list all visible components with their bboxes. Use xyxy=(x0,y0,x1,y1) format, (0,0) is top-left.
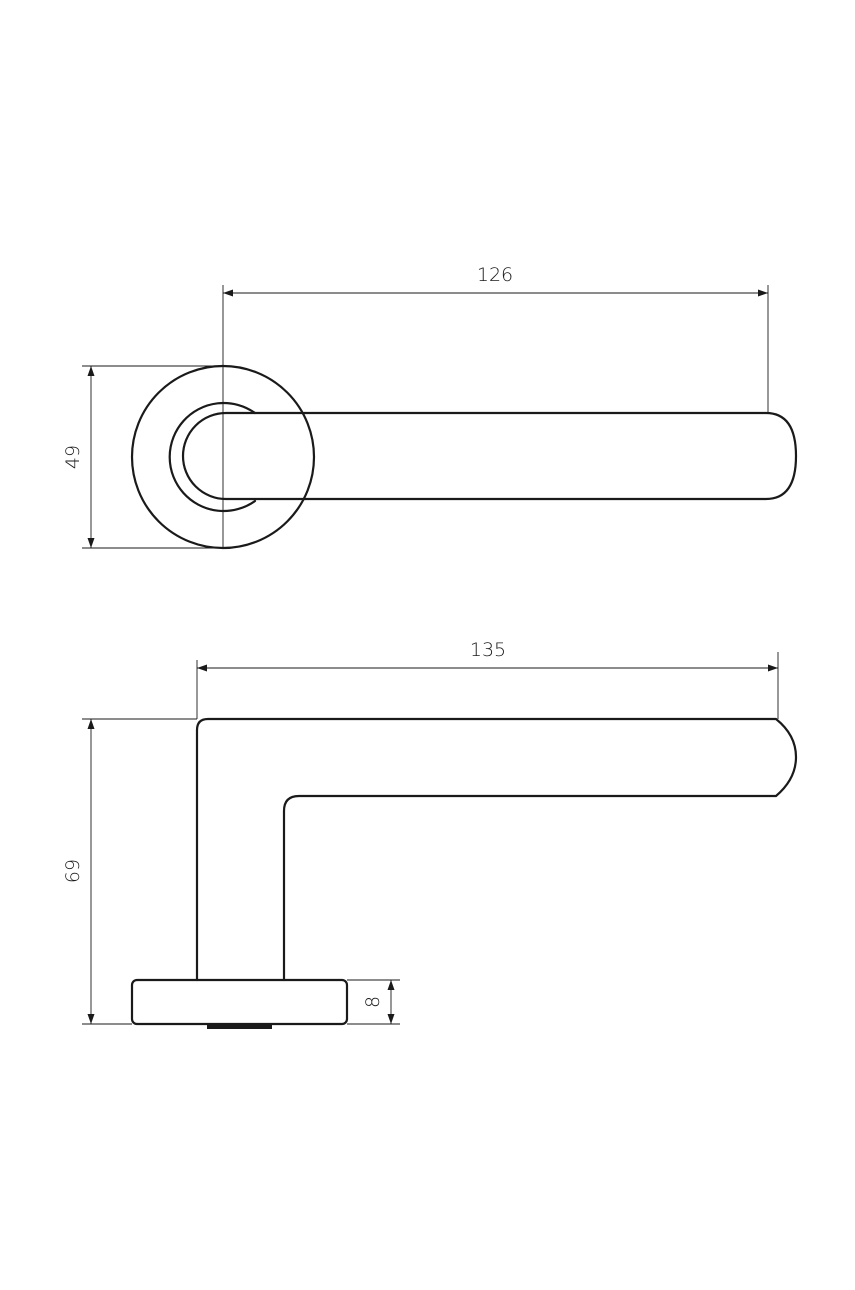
dimension-label-126: 126 xyxy=(477,264,513,286)
spindle-stub xyxy=(207,1024,272,1029)
arrow-down-69 xyxy=(87,1014,95,1024)
lever-neck-top xyxy=(181,411,307,501)
arrow-up-69 xyxy=(87,719,95,729)
arrow-right-135 xyxy=(768,664,778,672)
dimension-label-8: 8 xyxy=(362,996,384,1008)
dimension-label-135: 135 xyxy=(470,639,506,661)
arrow-up-49 xyxy=(87,366,95,376)
arrow-up-8 xyxy=(387,980,395,990)
arrow-down-49 xyxy=(87,538,95,548)
lever-bar-top xyxy=(303,411,798,501)
dimension-label-69: 69 xyxy=(62,859,84,883)
dimension-label-49: 49 xyxy=(62,445,84,469)
lever-side-profile xyxy=(195,717,798,982)
arrow-left-126 xyxy=(223,289,233,297)
rose-inner-ring xyxy=(168,401,257,513)
arrow-right-126 xyxy=(758,289,768,297)
arrow-down-8 xyxy=(387,1014,395,1024)
side-view: 135 69 8 xyxy=(62,639,798,1029)
top-view: 126 49 xyxy=(62,264,798,550)
arrow-left-135 xyxy=(197,664,207,672)
rose-base-side xyxy=(130,978,349,1026)
